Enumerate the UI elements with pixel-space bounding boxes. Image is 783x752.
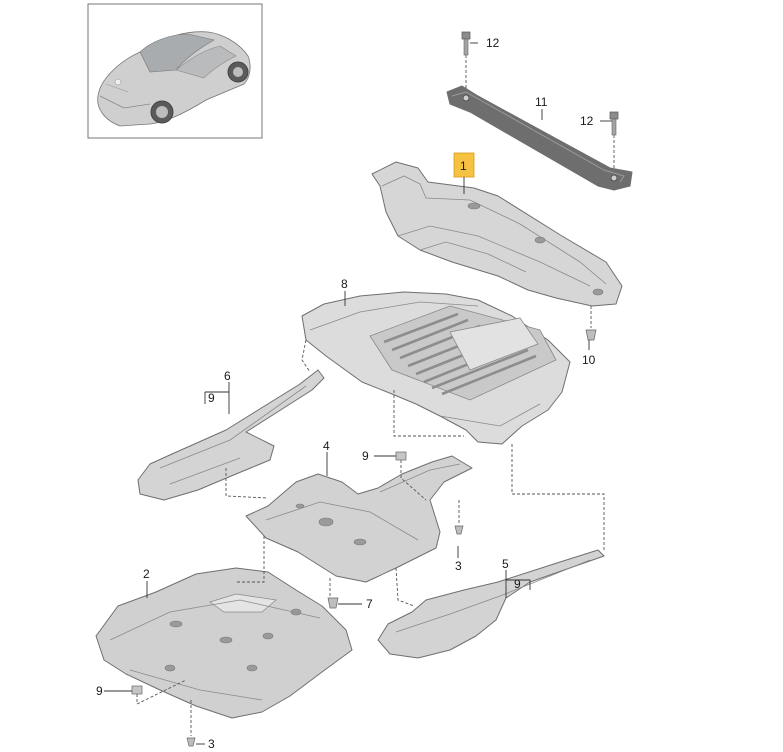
part-12-bolt-right[interactable]	[609, 111, 619, 170]
part-3-screw-lower[interactable]	[186, 700, 196, 747]
part-9-clip-lower[interactable]	[131, 679, 187, 705]
part-2-rear-panel[interactable]	[95, 567, 353, 719]
callout-3-upper: 3	[455, 559, 462, 573]
callout-5: 5	[502, 557, 509, 571]
part-3-screw-upper[interactable]	[454, 500, 464, 535]
callout-8: 8	[341, 277, 348, 291]
part-5-side-panel-right[interactable]	[377, 549, 605, 659]
part-6-side-panel-left[interactable]	[137, 369, 325, 501]
callout-2: 2	[143, 567, 150, 581]
callout-labels: 12 12 11 1 8 10 6 9 4 9 3 2 5 9 7 9 3	[96, 36, 596, 751]
callout-1: 1	[460, 159, 467, 173]
part-7-nut[interactable]	[327, 597, 339, 609]
callout-9-upper: 9	[362, 449, 369, 463]
part-4-rear-center-panel[interactable]	[245, 455, 473, 583]
part-1-underbody-panel[interactable]	[371, 161, 623, 307]
assembly-guide-lines	[225, 339, 605, 607]
vehicle-overview-thumbnail	[87, 3, 263, 139]
callout-5-sub-9: 9	[514, 577, 521, 591]
car-icon	[97, 31, 251, 127]
part-12-bolt-top[interactable]	[461, 31, 471, 88]
callout-4: 4	[323, 439, 330, 453]
callout-6: 6	[224, 369, 231, 383]
part-11-cross-member[interactable]	[446, 85, 633, 191]
part-10-clip[interactable]	[585, 306, 597, 341]
callout-10: 10	[582, 353, 596, 367]
part-8-center-panel[interactable]	[301, 291, 571, 445]
callout-3-lower: 3	[208, 737, 215, 751]
callout-12-top: 12	[486, 36, 500, 50]
callout-9-lower: 9	[96, 684, 103, 698]
callout-6-sub-9: 9	[208, 391, 215, 405]
callout-11: 11	[535, 95, 548, 109]
callout-12-right: 12	[580, 114, 594, 128]
callout-leaders	[104, 42, 612, 745]
callout-7: 7	[366, 597, 373, 611]
